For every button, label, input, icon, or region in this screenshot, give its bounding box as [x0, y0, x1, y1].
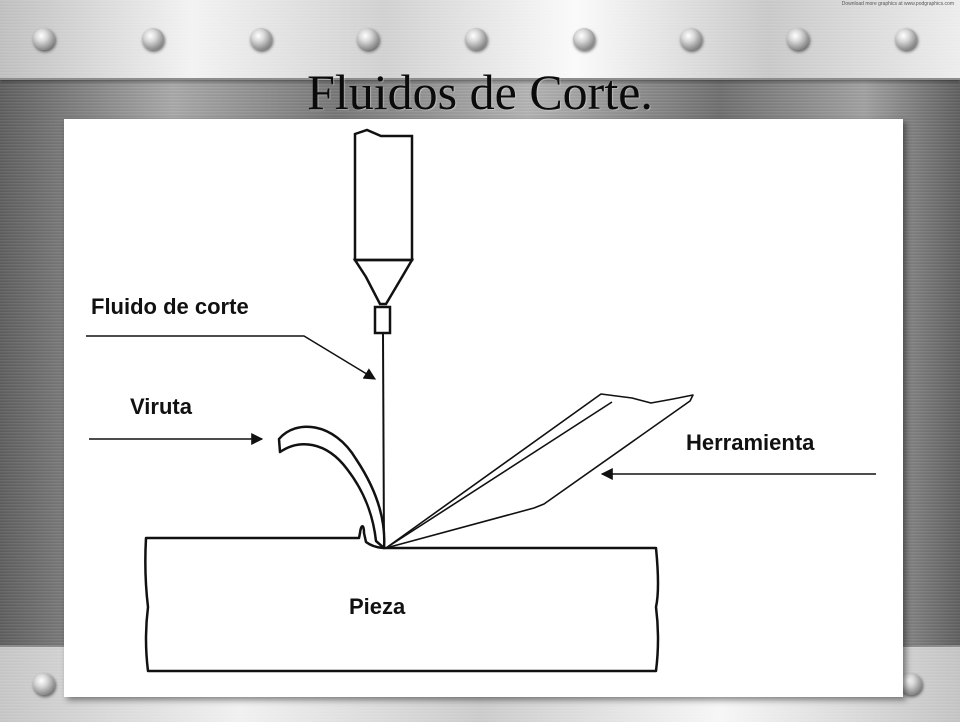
rivet-icon	[573, 28, 595, 50]
cutting-tool	[385, 393, 694, 549]
rivet-icon	[33, 673, 55, 695]
cutting-fluid-diagram: Fluido de corte Viruta Herramienta Pieza	[86, 128, 876, 673]
fluid-stream	[382, 333, 385, 549]
tool-label: Herramienta	[686, 430, 815, 455]
rivet-icon	[680, 28, 702, 50]
fluid-label: Fluido de corte	[91, 294, 249, 319]
chip-label: Viruta	[130, 394, 193, 419]
workpiece-shape	[144, 525, 660, 673]
rivet-icon	[465, 28, 487, 50]
workpiece-label: Pieza	[349, 594, 406, 619]
fluid-nozzle	[352, 128, 415, 335]
rivet-icon	[357, 28, 379, 50]
rivet-icon	[900, 673, 922, 695]
diagram-panel: Fluido de corte Viruta Herramienta Pieza	[64, 119, 903, 697]
rivet-icon	[33, 28, 55, 50]
fluid-leader-arrow	[86, 335, 377, 380]
slide-title: Fluidos de Corte.	[307, 64, 653, 120]
watermark-text: Download more graphics at www.podgraphic…	[841, 1, 954, 7]
chip-shape	[277, 425, 386, 550]
rivet-icon	[250, 28, 272, 50]
rivet-icon	[895, 28, 917, 50]
rivet-icon	[142, 28, 164, 50]
rivet-icon	[787, 28, 809, 50]
